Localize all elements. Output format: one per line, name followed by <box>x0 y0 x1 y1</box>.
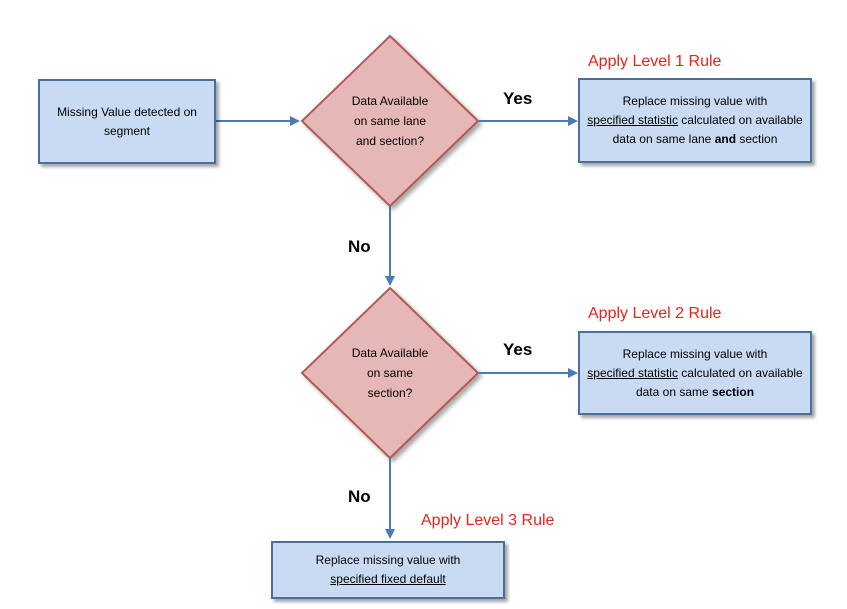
level2-statistic: specified statistic <box>587 365 678 380</box>
level1-rule-label: Apply Level 1 Rule <box>588 53 722 70</box>
level1-end: section <box>736 132 778 146</box>
decision2-text: Data Available on same section? <box>351 346 429 400</box>
level1-action-box: Replace missing value with specified sta… <box>578 78 812 163</box>
start-box-text: Missing Value detected on segment <box>57 104 197 138</box>
level1-line1: Replace missing value with <box>622 94 768 108</box>
decision1-no-label: No <box>348 237 371 256</box>
level2-line1: Replace missing value with <box>622 346 768 361</box>
level2-mid: calculated on available data on same <box>635 365 803 399</box>
level3-line1: Replace missing value with <box>315 553 461 567</box>
level3-action-box: Replace missing value with specified fix… <box>271 541 505 599</box>
decision2-yes-label: Yes <box>503 340 533 359</box>
level1-and: and <box>714 132 737 146</box>
decision1-text: Data Available on same lane and section? <box>351 94 429 148</box>
decision1-yes-label: Yes <box>503 89 533 108</box>
level3-default: specified fixed default <box>330 572 446 586</box>
level3-rule-label: Apply Level 3 Rule <box>421 512 555 529</box>
level2-section: section <box>712 384 755 399</box>
start-box: Missing Value detected on segment <box>38 79 216 164</box>
level1-mid: calculated on available data on same lan… <box>612 113 803 146</box>
level1-statistic: specified statistic <box>587 113 678 127</box>
decision2-no-label: No <box>348 487 371 506</box>
level2-action-box: Replace missing value with specified sta… <box>578 331 812 415</box>
level2-rule-label: Apply Level 2 Rule <box>588 305 722 322</box>
